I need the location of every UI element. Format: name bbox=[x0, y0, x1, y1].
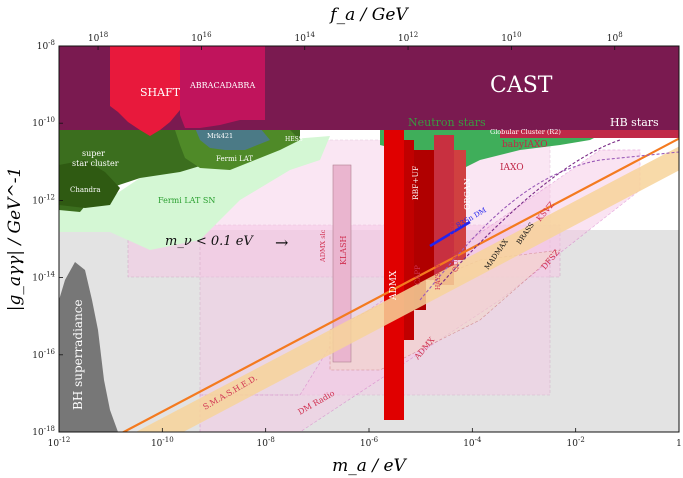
label-admx_slc: ADMX slc bbox=[319, 229, 327, 263]
shaft-region bbox=[110, 46, 180, 136]
label-klash: KLASH bbox=[339, 235, 348, 265]
dfsz-band bbox=[135, 146, 679, 432]
chandra-region bbox=[59, 160, 120, 208]
ksvz-line bbox=[121, 137, 679, 432]
y-tick-label: 10-16 bbox=[32, 348, 55, 361]
abracadabra-region bbox=[180, 46, 265, 128]
x-tick-label: 10-4 bbox=[463, 436, 482, 449]
top-tick-label: 108 bbox=[607, 31, 623, 44]
x-tick-label: 1 bbox=[676, 439, 682, 449]
quax-region bbox=[434, 135, 454, 285]
y-tick-label: 10-12 bbox=[32, 193, 55, 206]
bh-superradiance-region bbox=[59, 262, 118, 432]
top-tick-label: 1016 bbox=[191, 31, 212, 44]
x-axis-title: m_a / eV bbox=[332, 456, 407, 476]
y-tick-label: 10-18 bbox=[32, 425, 55, 438]
iaxo-curve bbox=[439, 139, 621, 286]
label-rbf_uf: RBF+UF bbox=[411, 166, 420, 200]
y-tick-label: 10-10 bbox=[32, 116, 55, 129]
globular-cluster-region bbox=[500, 130, 679, 138]
axes: 10-12 10-10 10-8 10-6 10-4 10-2 1 10-8 10-10 10-1… bbox=[5, 5, 682, 476]
label-fermi_lat_sn: Fermi LAT SN bbox=[158, 196, 215, 205]
mrk421-region bbox=[195, 128, 270, 150]
label-fermi_lat: Fermi LAT bbox=[216, 155, 253, 163]
label-cast: CAST bbox=[490, 73, 553, 98]
top-tick-label: 1010 bbox=[501, 31, 521, 44]
haystac-region bbox=[426, 150, 434, 280]
label-hess: HESS bbox=[285, 136, 303, 143]
klash-region bbox=[332, 164, 352, 363]
x-tick-label: 10-8 bbox=[257, 436, 275, 449]
admx-excluded-region bbox=[384, 130, 404, 420]
fermi-lat-sn-region bbox=[59, 136, 330, 250]
label-abracadabra: ABRACADABRA bbox=[189, 81, 255, 90]
top-tick-label: 1012 bbox=[398, 31, 418, 44]
label-super_star2: star cluster bbox=[72, 159, 119, 168]
label-super_star: super bbox=[82, 149, 105, 158]
y-tick-label: 10-8 bbox=[37, 39, 55, 52]
top-tick-label: 1014 bbox=[295, 31, 316, 44]
organ-region bbox=[454, 150, 466, 260]
label-bh: BH superradiance bbox=[71, 299, 85, 410]
label-hb_stars: HB stars bbox=[610, 116, 659, 129]
x-tick-label: 10-10 bbox=[151, 436, 174, 449]
label-mrk421: Mrk421 bbox=[207, 132, 233, 140]
y-tick-label: 10-14 bbox=[32, 271, 55, 284]
plot-area bbox=[59, 46, 679, 432]
label-admx: ADMX bbox=[389, 270, 399, 301]
label-lsq: LSQ bbox=[449, 222, 457, 236]
y-axis-title: |g_aγγ| / GeV^-1 bbox=[5, 167, 25, 312]
capp-region bbox=[414, 150, 426, 310]
top-tick-label: 1018 bbox=[88, 31, 108, 44]
babyiaxo-curve bbox=[419, 151, 679, 301]
label-neutron_stars: Neutron stars bbox=[408, 116, 486, 129]
x-tick-label: 10-2 bbox=[567, 436, 585, 449]
label-chandra: Chandra bbox=[70, 186, 101, 194]
label-babyiaxo: babyIAXO bbox=[502, 140, 548, 150]
label-capp: CAPP bbox=[414, 265, 422, 285]
label-haystac: HAYSTAC bbox=[435, 260, 442, 290]
x-tick-label: 10-6 bbox=[360, 436, 379, 449]
label-iaxo: IAXO bbox=[500, 163, 524, 173]
label-organ: ORGAN bbox=[463, 178, 472, 210]
top-axis-title: f_a / GeV bbox=[328, 5, 409, 25]
x-tick-label: 10-12 bbox=[48, 436, 71, 449]
label-shaft: SHAFT bbox=[140, 86, 181, 99]
rbf-uf-region bbox=[404, 140, 414, 340]
label-quax: QUAX bbox=[452, 251, 460, 272]
label-globular: Globular Cluster (R2) bbox=[490, 128, 561, 136]
sn83-dm-line bbox=[429, 220, 471, 248]
super-star-cluster-region bbox=[59, 130, 300, 212]
label-arrow: → bbox=[275, 233, 288, 252]
label-mnu: m_ν < 0.1 eV bbox=[165, 234, 254, 249]
